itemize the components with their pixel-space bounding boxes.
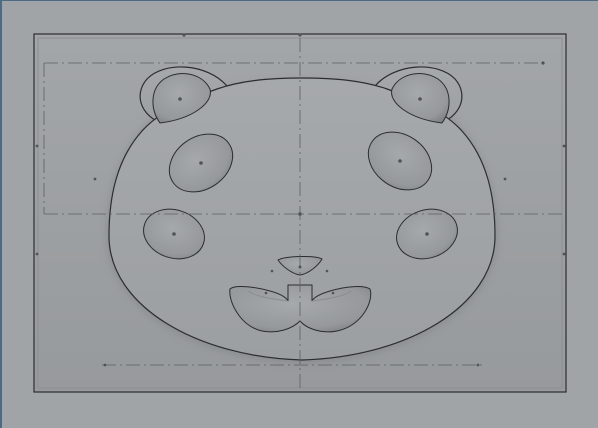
mouth-inner-edge	[247, 290, 353, 302]
left-ear-pocket[interactable]	[152, 73, 211, 124]
reference-points	[35, 33, 566, 367]
